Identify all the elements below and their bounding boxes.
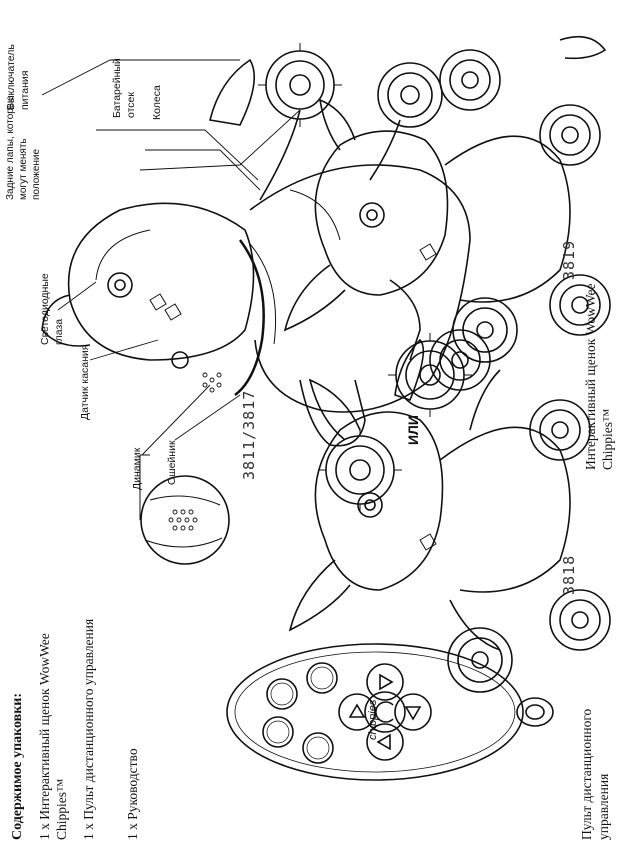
callout-touch-sensor: Датчик касания <box>78 345 92 420</box>
contents-item-manual: 1 x Руководство <box>124 610 141 840</box>
contents-item-remote: 1 x Пульт дистанционного управления <box>80 610 97 840</box>
puppy-3818-illustration <box>290 330 610 692</box>
remote-brand-logo: chippies <box>367 700 379 740</box>
callout-speaker: Динамик <box>130 448 144 490</box>
speaker-closeup-illustration <box>140 455 229 564</box>
remote-control-illustration <box>227 644 553 780</box>
model-number-left: 3818 <box>560 555 578 595</box>
remote-caption: Пульт дистанционного управления <box>578 640 612 840</box>
callout-wheels: Колеса <box>150 85 164 120</box>
puppy-caption: Интерактивный щенок WowWee Chippies™ <box>582 250 616 470</box>
callout-collar: Ошейник <box>165 440 179 485</box>
or-label: ИЛИ <box>405 415 421 445</box>
callout-battery: Батарейный отсек <box>110 46 138 118</box>
model-number-right: 3819 <box>560 240 578 280</box>
model-number-main: 3811/3817 <box>240 390 258 480</box>
contents-title: Содержимое упаковки: <box>10 693 26 840</box>
callout-rear-legs: Задние лапы, которые могут менять положе… <box>4 90 43 200</box>
contents-item-puppy: 1 x Интерактивный щенок WowWee Chippies™ <box>36 610 70 840</box>
callout-leds: Светодиодные глаза <box>38 265 66 345</box>
